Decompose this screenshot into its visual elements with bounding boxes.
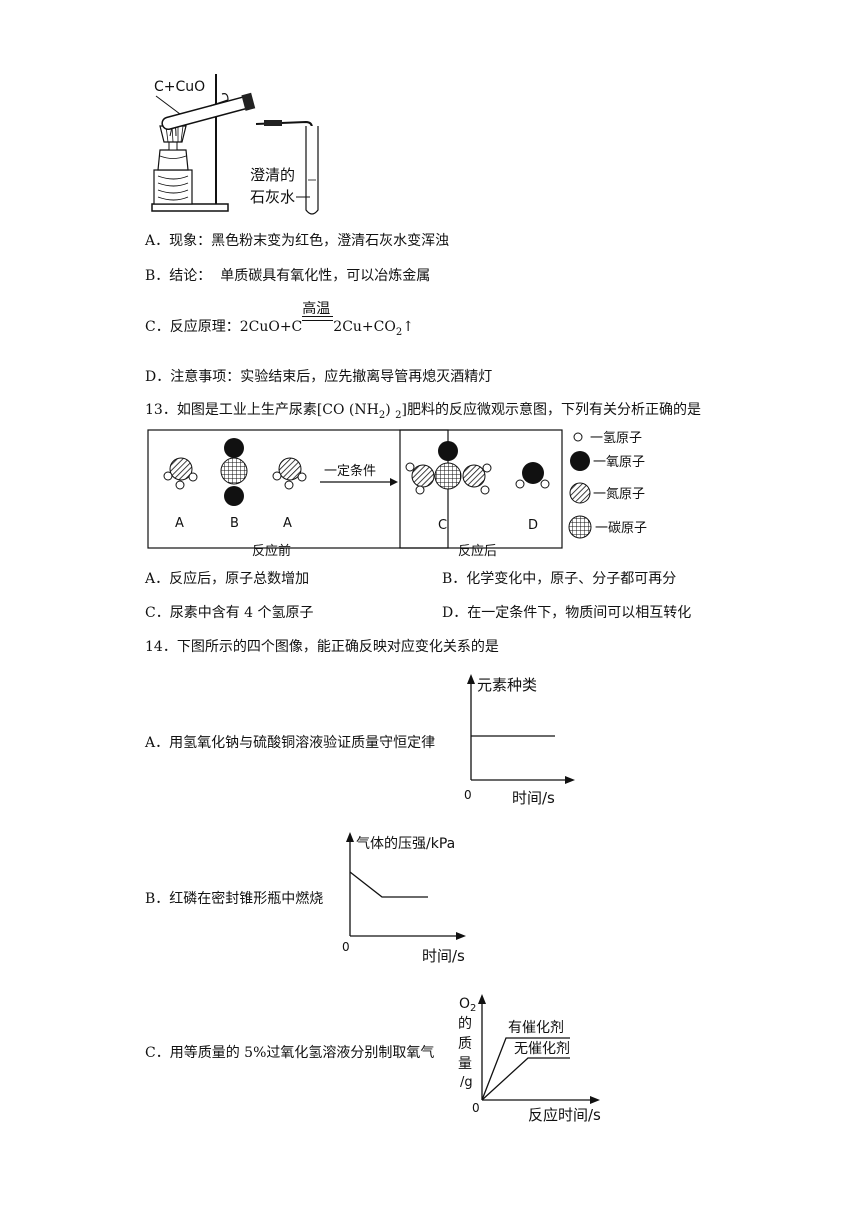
caption-before: 反应前 [252,543,291,559]
graph-c-ylabel-o: O2 [459,996,476,1014]
q13-option-a: A．反应后，原子总数增加 [145,571,310,587]
graph-c-legend-no-catalyst: 无催化剂 [514,1041,570,1057]
q14-option-c: C．用等质量的 5%过氧化氢溶液分别制取氧气 [145,1045,435,1061]
q13-option-c: C．尿素中含有 4 个氢原子 [145,605,314,621]
graph-b-line [349,871,428,898]
reagent-label: C+CuO [154,79,205,95]
graph-b: 气体的压强/kPa 0 时间/s [342,832,466,965]
graph-a: 元素种类 0 时间/s [464,674,575,807]
graph-b-ylabel: 气体的压强/kPa [356,836,455,852]
graph-c-legend-catalyst: 有催化剂 [508,1020,564,1036]
arrow-condition: 一定条件 [324,463,376,479]
q12-option-a: A．现象：黑色粉末变为红色，澄清石灰水变浑浊 [145,233,450,249]
graph-c-ylabel-unit: /g [460,1075,473,1090]
graph-a-ylabel: 元素种类 [477,676,537,694]
q14-option-a: A．用氢氧化钠与硫酸铜溶液验证质量守恒定律 [145,735,436,751]
limewater-label-line1: 澄清的 [250,166,295,184]
legend: 一氢原子 一氧原子 一氮原子 一碳原子 [568,431,647,539]
label-c: C [438,518,447,533]
graph-c-ylabel-zhi: 质 [458,1036,472,1052]
graph-b-xlabel: 时间/s [422,947,465,965]
legend-oxygen: 一氧原子 [593,455,645,470]
label-a-left: A [175,516,184,531]
legend-nitrogen: 一氮原子 [593,487,645,502]
graph-b-origin: 0 [342,940,350,954]
q14-stem: 14．下图所示的四个图像，能正确反映对应变化关系的是 [145,639,499,655]
q12-option-b: B．结论： 单质碳具有氧化性，可以冶炼金属 [145,268,431,284]
graph-a-xlabel: 时间/s [512,789,555,807]
after-box [399,429,563,549]
legend-hydrogen: 一氢原子 [590,431,642,446]
q13-stem: 13．如图是工业上生产尿素[CO (NH2) 2]肥料的反应微观示意图，下列有关… [145,402,701,421]
graph-c: O2 的 质 量 /g 有催化剂 无催化剂 0 反应时间/s [458,994,601,1124]
apparatus-figure: C+CuO 澄清的 石灰水 [151,74,319,215]
reaction-condition: 高温 [302,301,331,317]
equals-sign [302,316,334,321]
molecule-ammonia-right [272,457,307,490]
q13-option-d: D．在一定条件下，物质间可以相互转化 [442,605,692,621]
graph-c-origin: 0 [472,1101,480,1115]
q14-option-b: B．红磷在密封锥形瓶中燃烧 [145,891,324,907]
before-box [147,429,449,549]
q13-option-b: B．化学变化中，原子、分子都可再分 [442,571,677,587]
molecule-ammonia-left [163,457,198,490]
reaction-diagram: A B A 一定条件 C D 反应前 反应后 一氢原子 一氧原子 一氮原子 一碳… [147,429,647,559]
graph-c-ylabel-liang: 量 [458,1056,472,1072]
caption-after: 反应后 [458,543,497,559]
molecule-co2 [220,438,248,506]
graph-c-xlabel: 反应时间/s [528,1106,601,1124]
graph-c-ylabel-de: 的 [458,1016,472,1032]
label-a-right: A [283,516,292,531]
graph-a-origin: 0 [464,788,472,802]
label-d: D [528,518,538,533]
graph-c-series-no-catalyst [481,1057,570,1101]
legend-carbon: 一碳原子 [595,521,647,536]
label-b: B [230,516,239,531]
molecule-water [515,462,550,489]
q12-option-d: D．注意事项：实验结束后，应先撤离导管再熄灭酒精灯 [145,369,493,385]
graph-c-series-catalyst [481,1037,570,1101]
molecule-urea [405,441,492,495]
limewater-label-line2: 石灰水 [250,188,295,206]
